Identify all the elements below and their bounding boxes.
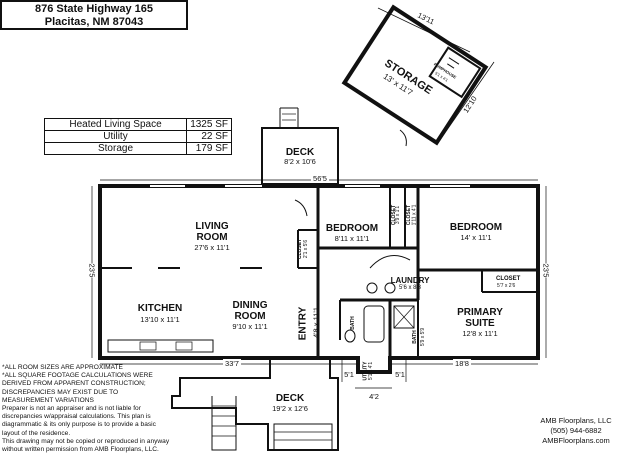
laundry-label: LAUNDRY — [390, 276, 430, 285]
address-box: 876 State Highway 165 Placitas, NM 87043 — [0, 0, 188, 30]
address-line1: 876 State Highway 165 — [34, 3, 153, 15]
bottom-deck-name: DECK — [275, 393, 305, 404]
top-dim: 56'5 — [311, 174, 329, 183]
living-room-size: 27'6 x 11'1 — [194, 243, 230, 252]
living-room-label: LIVING — [195, 221, 229, 232]
brand-block: AMB Floorplans, LLC (505) 944-6882 AMBFl… — [520, 416, 632, 446]
dining-room-label: DINING — [232, 300, 268, 311]
bottom-left-dim: 33'7 — [223, 359, 241, 368]
closet-b-size: 1'11 x 4'1 — [411, 204, 418, 226]
right-dim: 23'5 — [541, 263, 551, 278]
brand-name: AMB Floorplans, LLC — [540, 416, 612, 425]
kitchen-label: KITCHEN — [137, 303, 183, 314]
bedroom-2-size: 14' x 11'1 — [460, 233, 492, 242]
entry-size: 4'8 x 11'1 — [311, 306, 321, 339]
bedroom-1-size: 8'11 x 11'1 — [334, 234, 370, 243]
dining-room-label-2: ROOM — [234, 311, 266, 322]
notch-left-dim: 5'1 — [344, 370, 354, 379]
note-3: Preparer is not an appraiser and is not … — [2, 405, 156, 437]
exterior-walls — [98, 184, 540, 374]
bath-2-label: BATH — [411, 330, 418, 344]
primary-suite-size: 12'8 x 11'1 — [462, 329, 498, 338]
disclaimer-notes: *ALL ROOM SIZES ARE APPROXIMATE *ALL SQU… — [2, 364, 170, 454]
primary-suite-label: PRIMARY — [457, 307, 503, 318]
laundry-size: 5'6 x 8'3 — [399, 285, 421, 291]
bedroom-2-label: BEDROOM — [449, 222, 503, 233]
top-deck-name: DECK — [285, 147, 315, 158]
bedroom-1-label: BEDROOM — [325, 223, 379, 234]
left-dim: 23'5 — [87, 263, 97, 278]
brand-site: AMBFloorplans.com — [542, 436, 610, 445]
bath-2-size: 5'9 x 5'9 — [420, 327, 427, 347]
living-room-label-2: ROOM — [196, 232, 228, 243]
bottom-deck-size: 19'2 x 12'6 — [272, 404, 308, 413]
bottom-right-dim: 18'8 — [453, 359, 471, 368]
entry-label: ENTRY — [297, 306, 309, 341]
bottom-deck — [171, 360, 339, 451]
brand-phone: (505) 944-6882 — [550, 426, 602, 435]
address-line2: Placitas, NM 87043 — [44, 16, 144, 28]
closet-right-label: CLOSET — [496, 276, 521, 282]
notch-right-dim: 5'1 — [395, 370, 405, 379]
dining-room-size: 9'10 x 11'1 — [232, 322, 268, 331]
closet-living-size: 2'1 x 5'6 — [303, 239, 310, 259]
kitchen-size: 13'10 x 11'1 — [140, 315, 180, 324]
bath-1-label: BATH — [349, 316, 356, 330]
utility-size: 5'1 x 4'1 — [368, 361, 375, 381]
note-2: *ALL SQUARE FOOTAGE CALCULATIONS WERE DE… — [2, 372, 153, 404]
notch-dim: 4'2 — [369, 392, 379, 401]
top-deck-size: 8'2 x 10'6 — [284, 157, 316, 166]
closet-right-size: 5'7 x 2'6 — [497, 283, 516, 289]
note-4: This drawing may not be copied or reprod… — [2, 437, 170, 454]
closet-a-size: 3'9 x 1'1 — [395, 205, 402, 225]
note-1: *ALL ROOM SIZES ARE APPROXIMATE — [2, 364, 123, 371]
primary-suite-label-2: SUITE — [465, 318, 495, 329]
